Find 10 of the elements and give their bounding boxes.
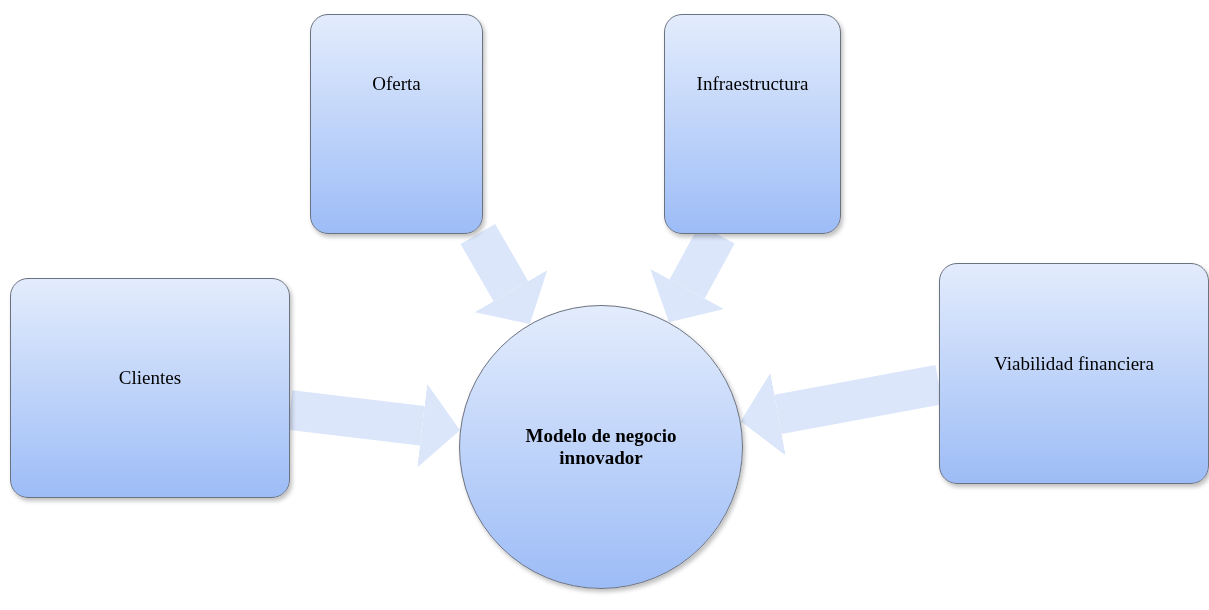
node-label: Clientes bbox=[118, 367, 182, 389]
rounded-box bbox=[939, 263, 1209, 484]
block-arrow bbox=[460, 224, 548, 325]
node-label: Modelo de negocio innovador bbox=[524, 425, 678, 469]
rounded-box bbox=[310, 14, 483, 234]
node-label: Infraestructura bbox=[696, 73, 809, 95]
node-label: Viabilidad financiera bbox=[994, 352, 1154, 375]
node-label: Oferta bbox=[372, 73, 421, 95]
rounded-box bbox=[10, 278, 290, 498]
rounded-box bbox=[664, 14, 841, 234]
